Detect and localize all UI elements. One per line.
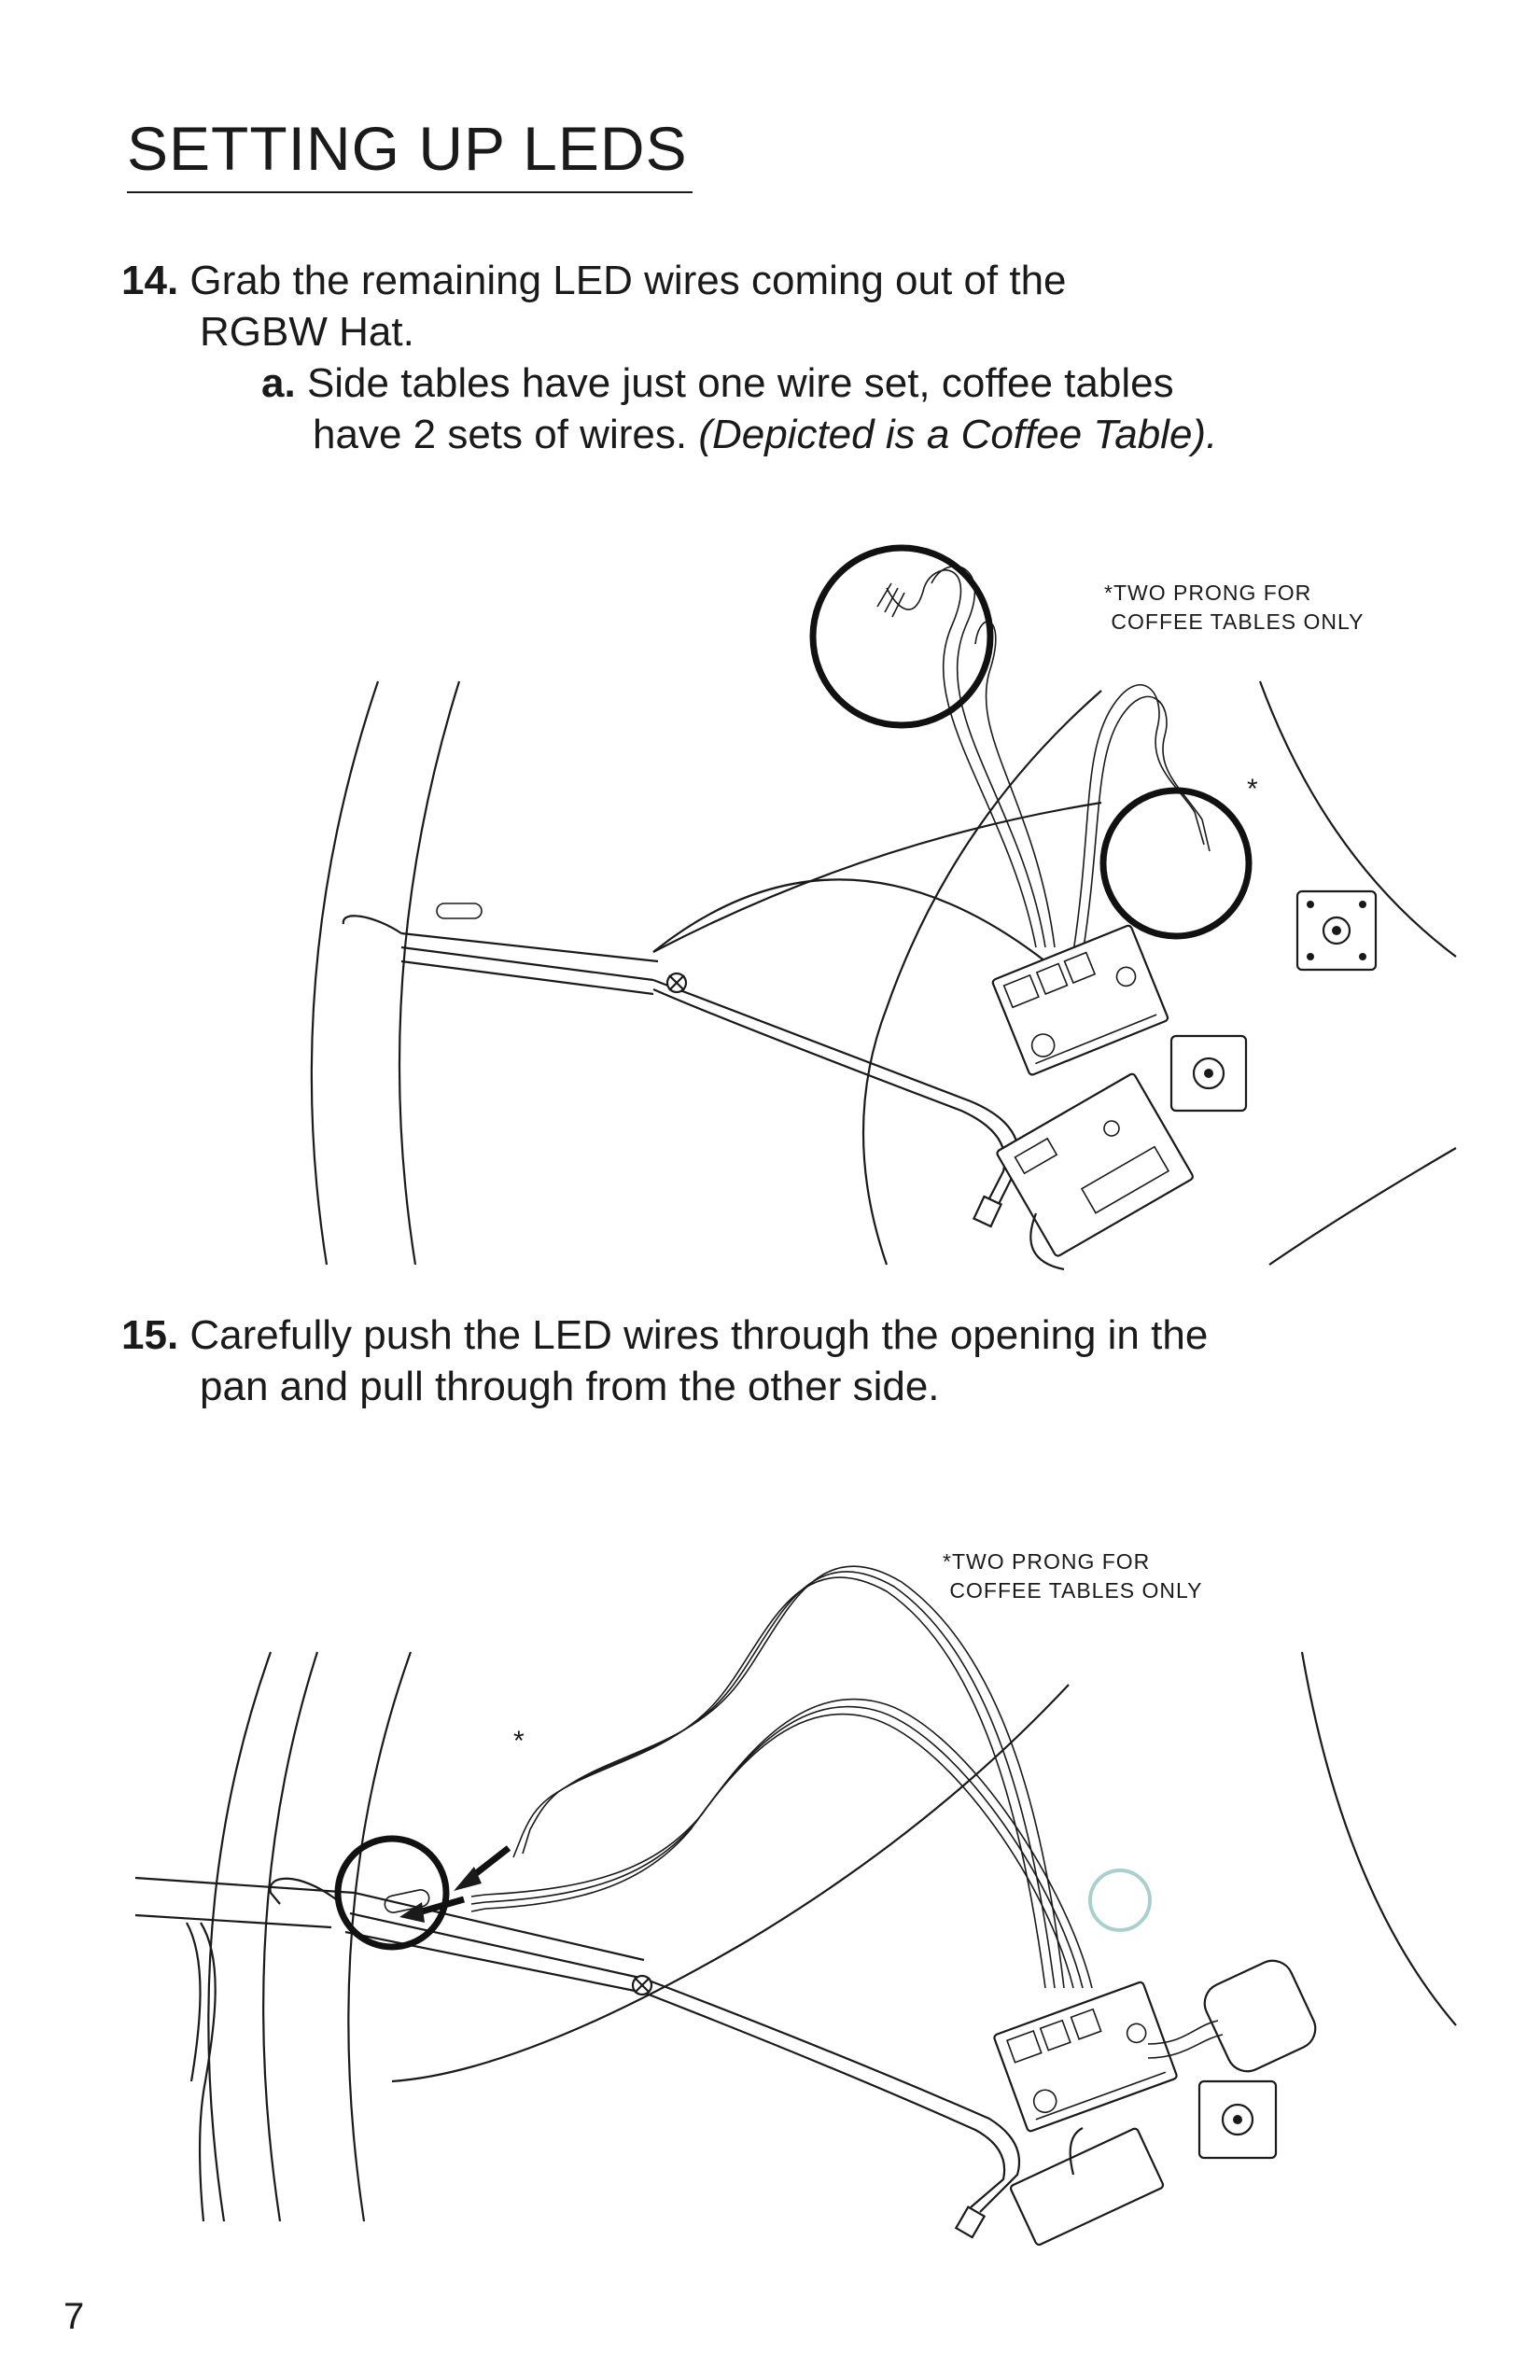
page-number: 7	[63, 2296, 85, 2337]
step-15-callout: *TWO PRONG FOR COFFEE TABLES ONLY	[943, 1549, 1203, 1603]
step-14a-text: Side tables have just one wire set, coff…	[306, 360, 1174, 406]
step-14a-line2: have 2 sets of wires. (Depicted is a Cof…	[313, 409, 1217, 460]
step-15-text: Carefully push the LED wires through the…	[189, 1312, 1209, 1358]
step-14a-letter: a.	[261, 360, 296, 406]
step-14-asterisk: *	[1247, 774, 1258, 805]
step-15-number: 15.	[121, 1312, 179, 1358]
step-14-text: Grab the remaining LED wires coming out …	[189, 258, 1067, 303]
step-14-line1: 14. Grab the remaining LED wires coming …	[121, 255, 1067, 306]
step-14a-text2: have 2 sets of wires.	[313, 412, 688, 457]
step-14-callout: *TWO PRONG FOR COFFEE TABLES ONLY	[1104, 581, 1365, 634]
step-14a-italic-note: (Depicted is a Coffee Table).	[698, 412, 1218, 457]
step-15-asterisk: *	[513, 1726, 525, 1757]
step-15-line1: 15. Carefully push the LED wires through…	[121, 1309, 1208, 1361]
step-14-illustration: *	[310, 544, 1457, 1271]
step-14-line2: RGBW Hat.	[200, 309, 414, 355]
step-15-illustration: *	[134, 1565, 1457, 2247]
page-title: SETTING UP LEDS	[127, 114, 688, 183]
teal-highlight-ring	[1088, 1869, 1152, 1932]
step-14-number: 14.	[121, 258, 179, 303]
title-underline	[127, 191, 693, 193]
step-15-line2: pan and pull through from the other side…	[200, 1364, 940, 1409]
step-14a-line1: a. Side tables have just one wire set, c…	[261, 357, 1174, 409]
